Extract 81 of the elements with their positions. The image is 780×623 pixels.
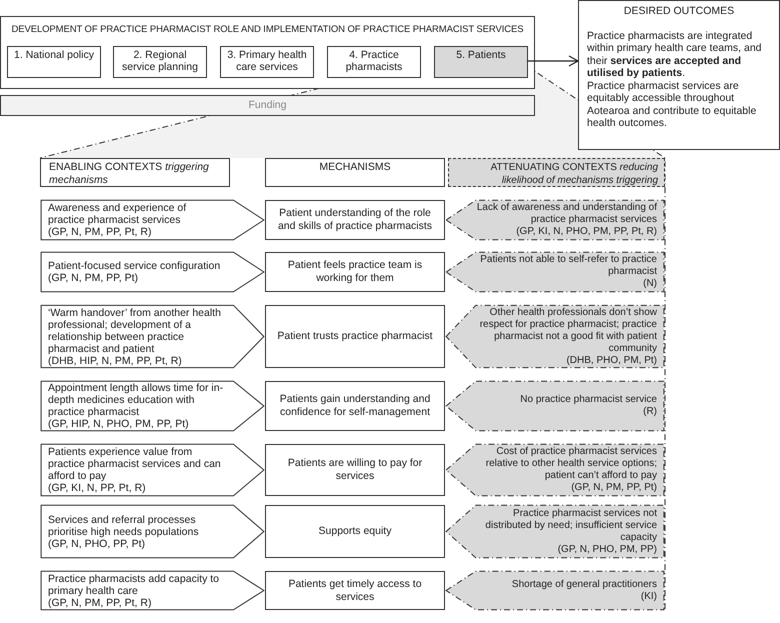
box-text: Patients gain understanding and confidence for self-management xyxy=(278,393,432,419)
context-chevron xyxy=(40,571,265,610)
context-chevron xyxy=(445,444,665,496)
box-text: Patient-focused service configuration xyxy=(48,260,222,272)
box-text: Services and referral processes prioritise high needs populations xyxy=(48,514,200,538)
box-text: Funding xyxy=(248,98,286,113)
source-codes: (DHB, PHO, PM, Pt) xyxy=(565,354,657,366)
source-codes: (KI) xyxy=(640,590,657,602)
mechanism-box xyxy=(265,305,445,368)
context-chevron xyxy=(445,305,665,368)
box-text: ‘Warm handover’ from another health professional; development of a relationship between practice pharmacist and patient xyxy=(48,306,222,354)
section-panel xyxy=(0,16,535,89)
outcome-text: Practice pharmacist services are equitably accessible throughout Aotearoa and contribute to equitable health outcomes. xyxy=(587,80,758,130)
column-header-box xyxy=(448,158,665,187)
box-text: Awareness and experience of practice pharmacist services xyxy=(48,202,188,226)
source-codes: (GP, N, PM, PP, Pt) xyxy=(48,272,140,284)
box-text: Cost of practice pharmacist services relative to other health service options; patient can’t afford to pay xyxy=(484,446,657,482)
context-chevron xyxy=(40,305,265,368)
outcome-text: Practice pharmacists are integrated within primary health care teams, and their services are accepted and utilised by patients. xyxy=(587,30,762,80)
stage-box xyxy=(220,46,314,78)
context-chevron xyxy=(445,200,665,240)
column-header-box xyxy=(40,158,230,187)
box-text: Lack of awareness and understanding of practice pharmacist services xyxy=(476,202,657,226)
section-heading: DEVELOPMENT OF PRACTICE PHARMACIST ROLE AND IMPLEMENTATION OF PRACTICE PHARMACIST SERVICES xyxy=(10,23,524,37)
funding-bar xyxy=(0,95,535,116)
context-chevron xyxy=(445,571,665,610)
box-text: Appointment length allows time for in-depth medicines education with practice pharmacist xyxy=(48,382,224,418)
box-text: Patient feels practice team is working for them xyxy=(286,259,424,285)
context-chevron xyxy=(445,381,665,431)
box-text: 3. Primary health care services xyxy=(226,49,308,75)
outcomes-box xyxy=(578,0,780,150)
mechanism-box xyxy=(265,571,445,610)
source-codes: (GP, N, PHO, PM, PP) xyxy=(556,544,657,556)
stage-box xyxy=(113,46,207,78)
stage-box xyxy=(7,46,101,78)
source-codes: (GP, KI, N, PHO, PM, PP, Pt, R) xyxy=(515,226,657,238)
box-text: Patients experience value from practice pharmacist services and can afford to pay xyxy=(48,446,222,482)
mechanism-box xyxy=(265,200,445,240)
box-text: Practice pharmacist services not distributed by need; insufficient service capacity xyxy=(484,508,657,544)
source-codes: (GP, N, PHO, PP, Pt) xyxy=(48,538,146,550)
source-codes: (R) xyxy=(642,406,657,418)
box-text: MECHANISMS xyxy=(319,161,391,173)
mechanism-box xyxy=(265,381,445,431)
arrow xyxy=(527,55,579,67)
box-text: Practice pharmacists add capacity to primary health care xyxy=(48,572,220,596)
source-codes: (N) xyxy=(642,278,657,290)
source-codes: (GP, N, PM, PP, Pt, R) xyxy=(48,596,152,608)
source-codes: (GP, N, PM, PP, Pt, R) xyxy=(48,226,152,238)
context-chevron xyxy=(445,252,665,292)
box-text: 1. National policy xyxy=(14,49,94,63)
stage-box xyxy=(327,46,421,78)
box-text: Supports equity xyxy=(318,525,392,538)
box-text: 2. Regional service planning xyxy=(121,49,199,75)
box-text: Patient understanding of the role and skills of practice pharmacists xyxy=(276,207,434,233)
source-codes: (GP, KI, N, PP, Pt, R) xyxy=(48,482,147,494)
column-header-box xyxy=(265,158,445,187)
box-text: Other health professionals don’t show respect for practice pharmacist; practice pharmacist not a good fit with patient community xyxy=(478,306,657,354)
source-codes: (GP, N, PM, PP, Pt) xyxy=(570,482,657,494)
box-text: Patient trusts practice pharmacist xyxy=(276,330,434,343)
context-chevron xyxy=(40,200,265,240)
box-text: Patients get timely access to services xyxy=(287,578,423,604)
outcomes-heading: DESIRED OUTCOMES xyxy=(622,5,736,18)
box-text: 4. Practice pharmacists xyxy=(344,49,404,75)
highlighted-stage-box xyxy=(434,46,528,78)
box-text: Patients are willing to pay for services xyxy=(286,457,424,483)
mechanism-box xyxy=(265,444,445,496)
box-text: ENABLING CONTEXTS triggering mechanisms xyxy=(49,161,209,186)
source-codes: (GP, HIP, N, PHO, PM, PP, Pt) xyxy=(48,418,190,430)
mechanism-box xyxy=(265,252,445,292)
box-text: Shortage of general practitioners xyxy=(510,578,657,590)
context-chevron xyxy=(40,381,265,431)
box-text: No practice pharmacist service xyxy=(519,394,657,406)
context-chevron xyxy=(40,252,265,292)
context-chevron xyxy=(40,505,265,558)
source-codes: (DHB, HIP, N, PM, PP, Pt, R) xyxy=(48,354,183,366)
box-text: Patients not able to self-refer to practice pharmacist xyxy=(479,254,657,278)
context-chevron xyxy=(445,505,665,558)
box-text: 5. Patients xyxy=(456,49,506,63)
box-text: ATTENUATING CONTEXTS reducing likelihood of mechanisms triggering xyxy=(490,162,658,186)
mechanism-box xyxy=(265,505,445,558)
context-chevron xyxy=(40,444,265,496)
